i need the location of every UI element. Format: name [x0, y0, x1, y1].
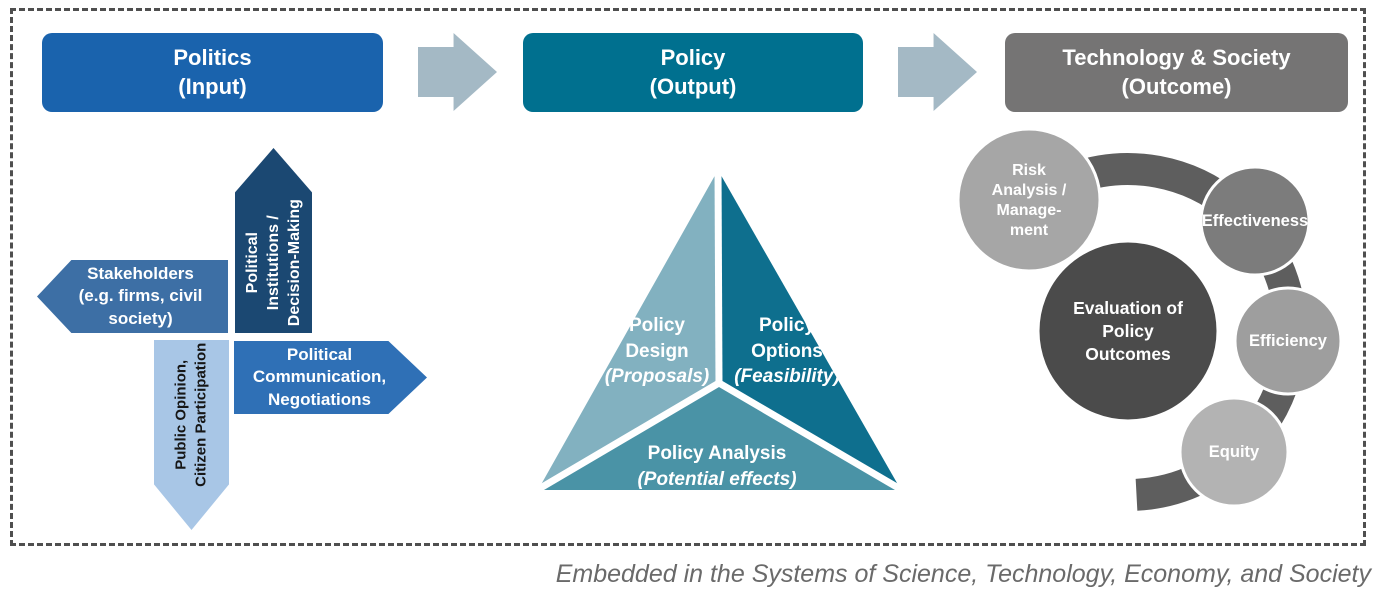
dashed-border-frame: [10, 8, 1366, 546]
risk-analysis-label: Risk Analysis / Manage- ment: [991, 162, 1067, 239]
public-opinion-label: Public Opinion, Citizen Participation: [172, 342, 210, 488]
politics-input-box: Politics (Input): [42, 33, 383, 112]
policy-subtitle: (Output): [649, 73, 737, 99]
politics-subtitle: (Input): [178, 73, 247, 99]
figure-caption: Embedded in the Systems of Science, Tech…: [555, 560, 1371, 588]
outcome-circles-graphic: [956, 127, 1343, 511]
efficiency-label: Efficiency: [1249, 332, 1327, 350]
technology-society-outcome-box: Technology & Society (Outcome): [1005, 33, 1348, 112]
equity-circle: [1178, 396, 1290, 508]
evaluation-circle: [1036, 239, 1220, 423]
technology-title: Technology & Society: [1062, 45, 1291, 71]
stakeholders-label: Stakeholders (e.g. firms, civil society): [78, 264, 203, 328]
policy-triangle-graphic: [530, 166, 909, 497]
policy-options-segment: [718, 170, 901, 490]
political-institutions-label-wrap: Political Institutions / Decision-Making: [235, 193, 312, 333]
equity-label: Equity: [1208, 443, 1260, 461]
effectiveness-label: Effectiveness: [1201, 212, 1309, 230]
effectiveness-circle: [1199, 165, 1311, 277]
evaluation-label: Evaluation of Policy Outcomes: [1073, 298, 1183, 364]
political-institutions-label: Political Institutions / Decision-Making: [243, 199, 304, 327]
political-communication-label: Political Communication, Negotiations: [252, 345, 387, 409]
political-institutions-up-arrow: Political Institutions / Decision-Making: [235, 148, 312, 333]
risk-analysis-circle: [956, 127, 1102, 273]
technology-subtitle: (Outcome): [1121, 73, 1232, 99]
efficiency-circle: [1233, 286, 1343, 396]
policy-analysis-label: Policy Analysis (Potential effects): [637, 443, 797, 490]
public-opinion-down-arrow: Public Opinion, Citizen Participation: [154, 340, 229, 530]
policy-analysis-segment: [538, 383, 901, 490]
stakeholders-left-arrow: Stakeholders (e.g. firms, civil society): [37, 260, 228, 333]
political-communication-right-arrow: Political Communication, Negotiations: [234, 341, 427, 414]
politics-title: Politics: [173, 45, 252, 71]
policy-output-box: Policy (Output): [523, 33, 863, 112]
policy-title: Policy: [660, 45, 726, 71]
policy-design-label: Policy Design (Proposals): [604, 315, 710, 388]
public-opinion-label-wrap: Public Opinion, Citizen Participation: [154, 340, 229, 490]
policy-options-label: Policy Options (Feasibility): [734, 315, 840, 388]
policy-design-segment: [538, 170, 719, 490]
